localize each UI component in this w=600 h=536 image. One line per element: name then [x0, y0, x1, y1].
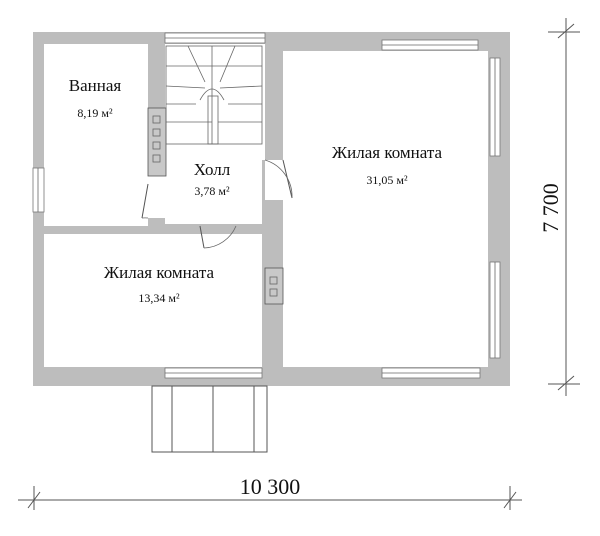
room-area-hall: 3,78 м²	[194, 184, 230, 198]
porch	[151, 385, 268, 453]
door-hall-big	[264, 159, 293, 199]
wall-bath-living	[44, 226, 148, 234]
wall-stub-right	[236, 228, 265, 234]
vent-block-2	[264, 267, 284, 305]
room-area-living-small: 13,34 м²	[138, 291, 180, 305]
room-name-bathroom: Ванная	[69, 76, 122, 95]
living-room-small-floor	[44, 234, 262, 367]
wall-bath-hall	[148, 44, 165, 108]
vent-duct	[152, 154, 161, 163]
door-hall-bath	[141, 183, 149, 219]
hall-floor	[165, 44, 283, 224]
room-area-bathroom: 8,19 м²	[77, 106, 113, 120]
wall-stub	[148, 218, 165, 226]
room-name-living-large: Жилая комната	[332, 143, 443, 162]
vent-duct	[152, 141, 161, 150]
wall-hall-big-upper	[265, 44, 283, 158]
vent-duct	[269, 276, 278, 285]
staircase	[165, 45, 263, 145]
dimension-height	[548, 18, 580, 396]
vent-duct	[152, 128, 161, 137]
room-name-hall: Холл	[194, 160, 231, 179]
door-hall-living	[199, 225, 237, 249]
dimension-height-label: 7 700	[538, 183, 563, 233]
dimension-width	[18, 486, 522, 510]
vent-duct	[152, 115, 161, 124]
dimension-width-label: 10 300	[240, 474, 301, 499]
bathroom-floor	[44, 44, 148, 226]
window-left-bath	[32, 167, 45, 213]
room-name-living-small: Жилая комната	[104, 263, 215, 282]
room-area-living-large: 31,05 м²	[366, 173, 408, 187]
vent-duct	[269, 288, 278, 297]
living-room-large-floor	[283, 51, 488, 367]
